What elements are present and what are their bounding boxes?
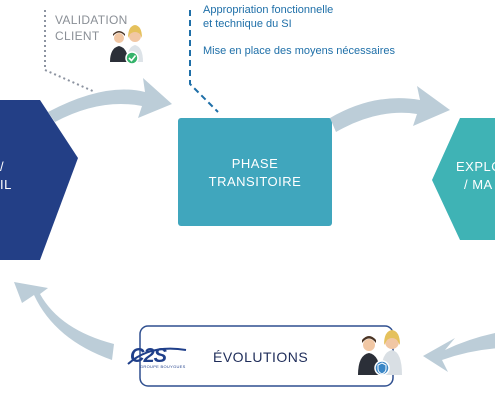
check-badge-icon <box>125 51 139 65</box>
c2s-logo: C2S GROUPE BOUYGUES <box>130 345 186 369</box>
node-right-line1: EXPLO <box>456 159 495 174</box>
node-center-label: PHASE TRANSITOIRE <box>178 155 332 191</box>
phase-notes-connector <box>189 10 219 113</box>
node-right-shape <box>432 118 495 240</box>
node-left-shape <box>0 100 78 260</box>
node-center-line1: PHASE <box>231 156 279 171</box>
logo-text: C2S <box>130 345 167 367</box>
node-left-label: / IL <box>0 158 12 194</box>
node-left-line1: / <box>0 159 5 174</box>
node-right-label: EXPLO / MA <box>456 158 495 194</box>
evolutions-label: ÉVOLUTIONS <box>213 349 309 365</box>
arrow-center-to-right <box>330 86 450 132</box>
shield-badge-icon <box>374 360 390 376</box>
logo-subtitle: GROUPE BOUYGUES <box>140 364 186 369</box>
phase-notes: Appropriation fonctionnelle et technique… <box>203 3 395 58</box>
node-center-shape <box>178 118 332 226</box>
validation-label-line1: VALIDATION <box>55 13 128 27</box>
arrow-left-to-center <box>48 78 172 122</box>
validation-connector <box>44 10 96 93</box>
node-right-line2: / MA <box>464 177 493 192</box>
phase-note-line3: Mise en place des moyens nécessaires <box>203 45 395 57</box>
arrow-right-to-evolutions <box>423 333 495 372</box>
arrow-evolutions-to-left <box>14 282 114 360</box>
node-left-line2: IL <box>0 177 12 192</box>
validation-label-line2: CLIENT <box>55 29 100 43</box>
logo-swoosh <box>127 347 187 365</box>
phase-note-line2: et technique du SI <box>203 18 292 30</box>
validation-client-label: VALIDATION CLIENT <box>55 12 128 44</box>
phase-note-line1: Appropriation fonctionnelle <box>203 4 334 16</box>
node-center-line2: TRANSITOIRE <box>208 174 302 189</box>
